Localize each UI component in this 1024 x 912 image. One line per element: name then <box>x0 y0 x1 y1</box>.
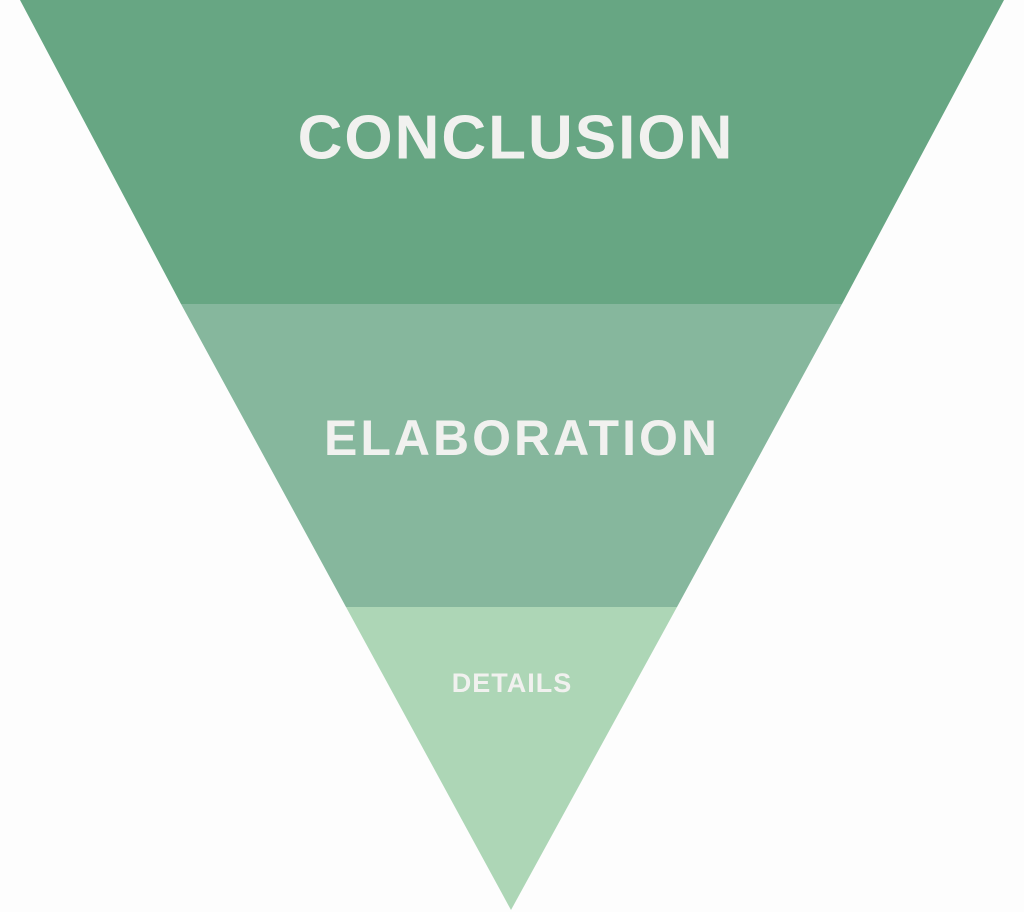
tier-elaboration-label: ELABORATION <box>324 410 720 466</box>
tier-details-label: DETAILS <box>452 668 573 698</box>
tier-details-band <box>346 607 677 910</box>
tier-conclusion-band <box>20 0 1004 304</box>
tier-conclusion-label: CONCLUSION <box>298 104 735 173</box>
tier-elaboration-band <box>181 304 842 607</box>
